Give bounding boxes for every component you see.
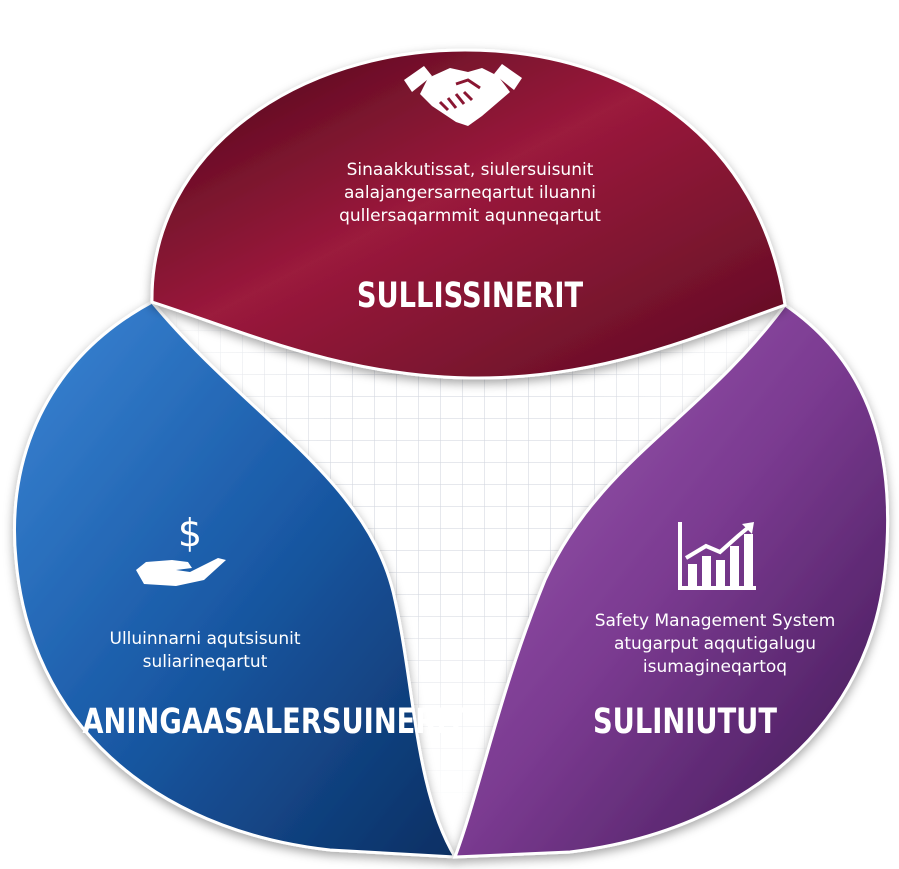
petal-top-title: SULLISSINERIT	[356, 276, 584, 316]
handshake-icon	[398, 58, 528, 138]
petal-top	[150, 48, 787, 380]
petal-left-title: ANINGAASALERSUINERIT	[82, 702, 466, 742]
petal-top-description: Sinaakkutissat, siulersuisunit aalajange…	[339, 160, 601, 226]
petal-right-description: Safety Management System atugarput aqqut…	[594, 611, 836, 677]
hand-dollar-icon: $	[132, 510, 232, 590]
growth-chart-icon	[676, 520, 760, 592]
petal-right	[452, 302, 890, 859]
petal-left-description: Ulluinnarni aqutsisunit suliarineqartut	[109, 629, 301, 672]
dollar-sign: $	[178, 511, 202, 555]
petal-right-title: SULINIUTUT	[593, 702, 777, 742]
petal-left	[12, 300, 458, 859]
